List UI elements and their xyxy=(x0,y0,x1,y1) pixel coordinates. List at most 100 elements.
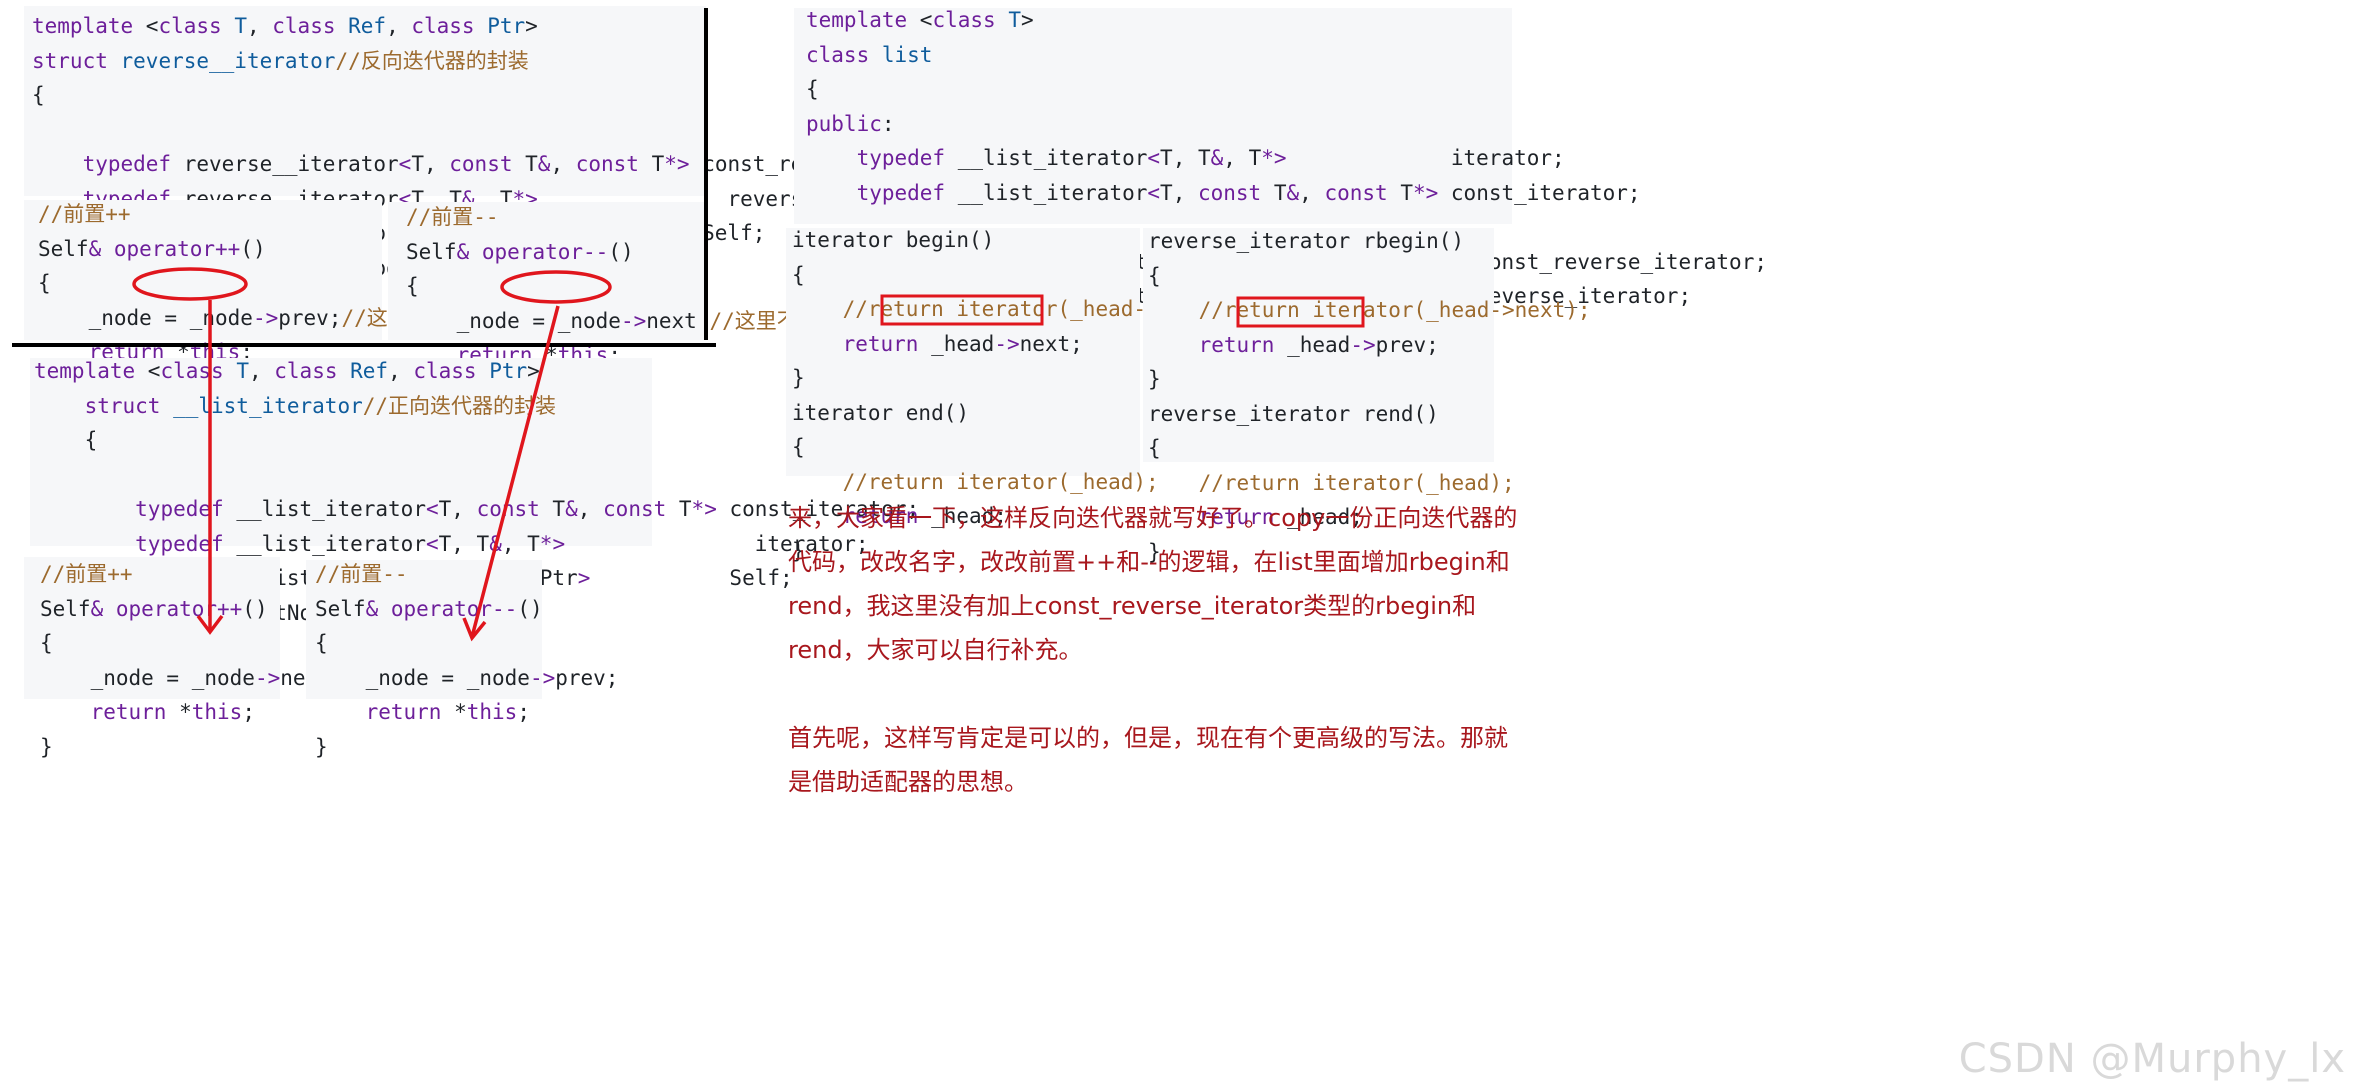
fwd-increment-block: //前置++Self& operator++(){ _node = _node-… xyxy=(24,557,343,759)
code-token: T xyxy=(678,497,692,521)
code-token: { xyxy=(792,262,805,287)
fwd-increment-code: //前置++Self& operator++(){ _node = _node-… xyxy=(40,557,343,764)
code-token: typedef xyxy=(856,146,958,170)
code-token xyxy=(34,394,85,418)
code-token: //正向迭代器的封装 xyxy=(362,393,557,418)
code-token: , xyxy=(550,152,576,176)
code-line: //前置++ xyxy=(38,197,472,232)
code-token: T xyxy=(1400,180,1413,205)
fwd-decrement-block: //前置--Self& operator--(){ _node = _node-… xyxy=(306,560,618,759)
code-token: { xyxy=(38,271,51,295)
code-token: T xyxy=(525,152,538,176)
code-token: ; xyxy=(242,700,255,724)
code-token: _node = _node xyxy=(40,665,255,690)
code-token: * xyxy=(454,700,467,724)
code-token: operator-- xyxy=(390,596,518,621)
code-token: const xyxy=(575,152,652,176)
code-token: Self xyxy=(315,596,366,621)
code-token: < xyxy=(398,152,412,176)
code-token: Ref xyxy=(348,14,387,38)
code-token: class xyxy=(160,359,237,383)
code-line: { xyxy=(1148,259,1591,294)
code-token: < xyxy=(919,8,933,32)
code-token: { xyxy=(34,428,98,452)
code-token xyxy=(1148,471,1199,495)
code-token: { xyxy=(32,83,45,107)
code-token: reverse_iterator rbegin() xyxy=(1148,229,1465,253)
code-line: typedef __list_iterator<T, T&, T*> itera… xyxy=(34,527,919,562)
explanation-text: 来，大家看一下，这样反向迭代器就写好了。copy一份正向迭代器的代码，改改名字，… xyxy=(788,496,1518,804)
code-token: () xyxy=(242,596,268,621)
code-token: < xyxy=(145,14,159,38)
code-token: const xyxy=(603,497,679,521)
code-line: struct reverse__iterator//反向迭代器的封装 xyxy=(32,44,993,79)
code-token: T, xyxy=(438,497,477,521)
code-token: { xyxy=(806,77,819,101)
code-token: T, xyxy=(1160,180,1198,205)
code-token: & xyxy=(456,239,482,264)
code-line: //return iterator(_head->next); xyxy=(1148,293,1591,328)
code-line: return _head->next; xyxy=(792,327,1235,362)
code-line: //前置-- xyxy=(406,200,840,235)
code-token: template xyxy=(806,8,920,32)
code-token: , xyxy=(1299,180,1325,205)
code-token: const xyxy=(476,497,553,521)
code-line: { xyxy=(806,72,1767,107)
code-line: return _head; xyxy=(1148,500,1591,535)
code-token: this xyxy=(466,700,518,724)
code-token: class xyxy=(932,8,1009,32)
code-token: { xyxy=(792,435,805,459)
code-token: , T xyxy=(501,531,540,556)
code-token: //反向迭代器的封装 xyxy=(335,48,529,73)
code-token: return xyxy=(90,700,180,724)
code-token xyxy=(34,497,135,521)
code-token: _head; xyxy=(931,504,1007,528)
code-token: __list_iterator xyxy=(236,531,426,556)
code-line: _node = _node->next; xyxy=(40,661,344,696)
fwd-decrement-code: //前置--Self& operator--(){ _node = _node-… xyxy=(315,557,618,764)
code-token: class xyxy=(413,359,490,383)
code-token: //前置++ xyxy=(38,202,131,226)
code-token: prev; xyxy=(1375,332,1439,357)
code-token: return xyxy=(1198,332,1288,357)
rev-increment-code: //前置++Self& operator++(){ _node = _node-… xyxy=(38,197,472,404)
code-line: } xyxy=(792,361,1235,396)
code-token: } xyxy=(1148,539,1161,564)
rbegin-rend-block: reverse_iterator rbegin() { //return iter… xyxy=(1143,228,1591,564)
code-token: typedef xyxy=(82,152,184,176)
code-line: } xyxy=(792,534,1235,569)
code-token: reverse_iterator; xyxy=(1311,284,1692,308)
code-token xyxy=(806,146,857,170)
code-token: Self; xyxy=(590,566,793,590)
code-token: next xyxy=(646,308,710,333)
code-token: __list_iterator xyxy=(236,497,426,521)
code-token xyxy=(792,332,843,356)
code-token: < xyxy=(425,531,439,556)
code-token: *> xyxy=(691,497,717,521)
code-token xyxy=(792,297,843,321)
code-line: reverse_iterator rbegin() xyxy=(1148,224,1591,259)
code-token: reverse__iterator xyxy=(183,152,399,176)
code-line: struct __list_iterator//正向迭代器的封装 xyxy=(34,389,919,424)
code-token: T xyxy=(1273,180,1287,205)
code-token: { xyxy=(40,631,53,655)
code-token: operator-- xyxy=(481,239,609,264)
code-token: *> xyxy=(539,531,566,556)
code-line: return *this; xyxy=(40,695,343,730)
code-token: Ptr xyxy=(489,359,528,383)
code-token: _node = _node xyxy=(38,305,253,330)
code-token xyxy=(1148,333,1199,357)
code-line: { xyxy=(34,423,919,458)
code-token: , T xyxy=(1223,146,1262,170)
code-line: typedef __list_iterator<T, T&, T*> itera… xyxy=(806,141,1767,176)
code-token: & xyxy=(537,152,551,176)
code-token: & xyxy=(365,596,391,621)
code-token: > xyxy=(577,566,591,590)
code-token: typedef xyxy=(856,180,958,205)
begin-end-block: iterator begin(){ //return iterator(_hea… xyxy=(786,228,1235,563)
code-token: const_iterator; xyxy=(1438,180,1641,205)
code-token: > xyxy=(1020,8,1034,32)
code-line: Self& operator--() xyxy=(315,592,618,627)
code-token: template xyxy=(34,359,148,383)
code-line: } xyxy=(315,730,618,765)
